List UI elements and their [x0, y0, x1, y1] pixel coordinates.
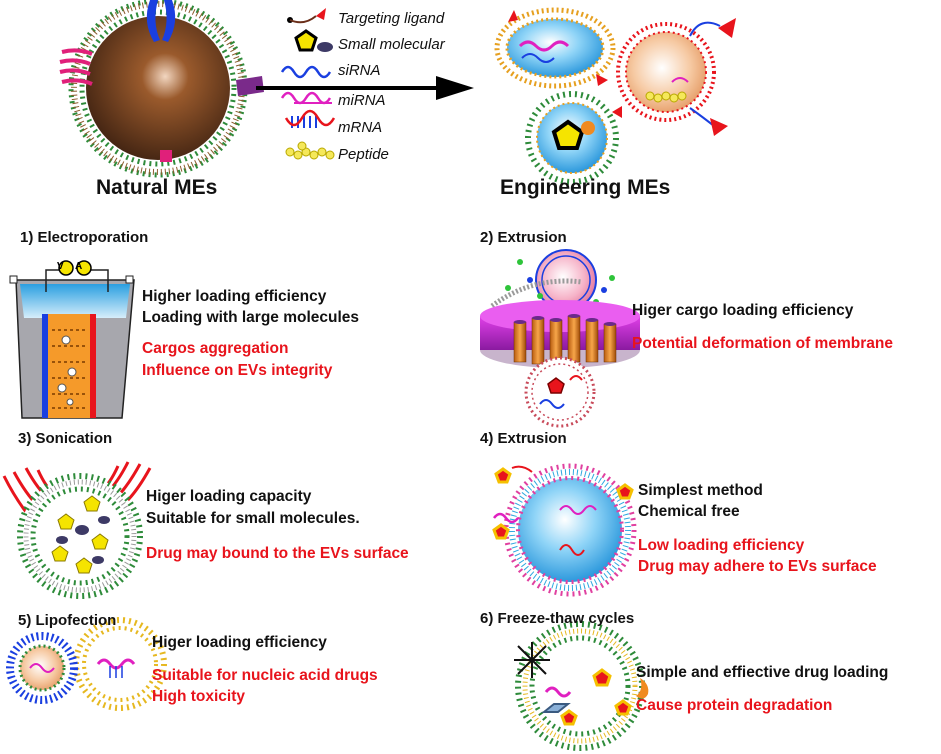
targeting-ligand-icon — [287, 8, 326, 24]
method-3-pro-1: Higer loading capacity — [146, 488, 312, 505]
method-6-title: 6) Freeze-thaw cycles — [480, 610, 635, 627]
purple-protein-icon — [236, 76, 264, 96]
natural-me-illustration — [59, 0, 264, 178]
legend-label-small-molecular: Small molecular — [338, 36, 445, 53]
snowflake-icon — [514, 642, 550, 678]
method-4-title: 4) Extrusion — [480, 430, 567, 447]
legend-label-sirna: siRNA — [338, 62, 381, 79]
method-5-con-2: High toxicity — [152, 688, 246, 705]
conversion-arrow — [256, 76, 474, 100]
method-3-pro-2: Suitable for small molecules. — [146, 510, 360, 527]
method-1-title: 1) Electroporation — [20, 229, 149, 246]
method-5-title: 5) Lipofection — [18, 612, 117, 629]
mirna-icon — [280, 91, 332, 105]
natural-mes-label: Natural MEs — [96, 176, 218, 199]
engineering-mes-label: Engineering MEs — [500, 176, 671, 199]
method-2-con-1: Potential deformation of membrane — [632, 335, 893, 352]
mrna-icon — [284, 109, 336, 128]
flame-icon — [636, 678, 649, 699]
extrusion-illustration — [480, 249, 640, 428]
lipofection-illustration — [6, 617, 167, 711]
method-6-pro-1: Simple and effiective drug loading — [636, 664, 889, 681]
ammeter-icon — [76, 260, 92, 276]
ammeter-label: A — [75, 261, 83, 272]
pink-transmembrane-icon — [59, 48, 93, 86]
method-3-con-1: Drug may bound to the EVs surface — [146, 545, 409, 562]
method-4-pro-2: Chemical free — [638, 503, 740, 520]
method-4-con-2: Drug may adhere to EVs surface — [638, 558, 877, 575]
small-pink-protein-icon — [160, 150, 172, 162]
method-6-con-1: Cause protein degradation — [636, 697, 833, 714]
legend-icons — [280, 8, 336, 160]
voltmeter-label: V — [57, 261, 64, 272]
blue-receptor-icon — [146, 0, 176, 42]
engineering-mes-illustration — [494, 7, 736, 185]
legend-label-mrna: mRNA — [338, 119, 383, 136]
method-1-con-1: Cargos aggregation — [142, 340, 289, 357]
sirna-icon — [280, 65, 332, 79]
voltmeter-icon — [58, 260, 74, 276]
incubation-illustration — [492, 463, 637, 597]
method-1-con-2: Influence on EVs integrity — [142, 362, 333, 379]
electroporation-illustration — [9, 260, 135, 419]
legend-label-peptide: Peptide — [338, 146, 389, 163]
method-5-pro-1: Higer loading efficiency — [152, 634, 327, 651]
method-2-title: 2) Extrusion — [480, 229, 567, 246]
method-1-pro-1: Higher loading efficiency — [142, 288, 327, 305]
peptide-icon — [285, 141, 335, 160]
method-1-pro-2: Loading with large molecules — [142, 309, 360, 326]
method-5-con-1: Suitable for nucleic acid drugs — [152, 667, 378, 684]
method-4-pro-1: Simplest method — [638, 482, 763, 499]
legend-label-mirna: miRNA — [338, 92, 386, 109]
small-molecule-icon — [294, 29, 333, 52]
method-2-pro-1: Higer cargo loading efficiency — [632, 302, 854, 319]
freeze-thaw-illustration — [514, 621, 649, 751]
sonication-illustration — [2, 461, 152, 599]
method-3-title: 3) Sonication — [18, 430, 113, 447]
legend-label-targeting-ligand: Targeting ligand — [338, 10, 445, 27]
method-4-con-1: Low loading efficiency — [638, 537, 805, 554]
